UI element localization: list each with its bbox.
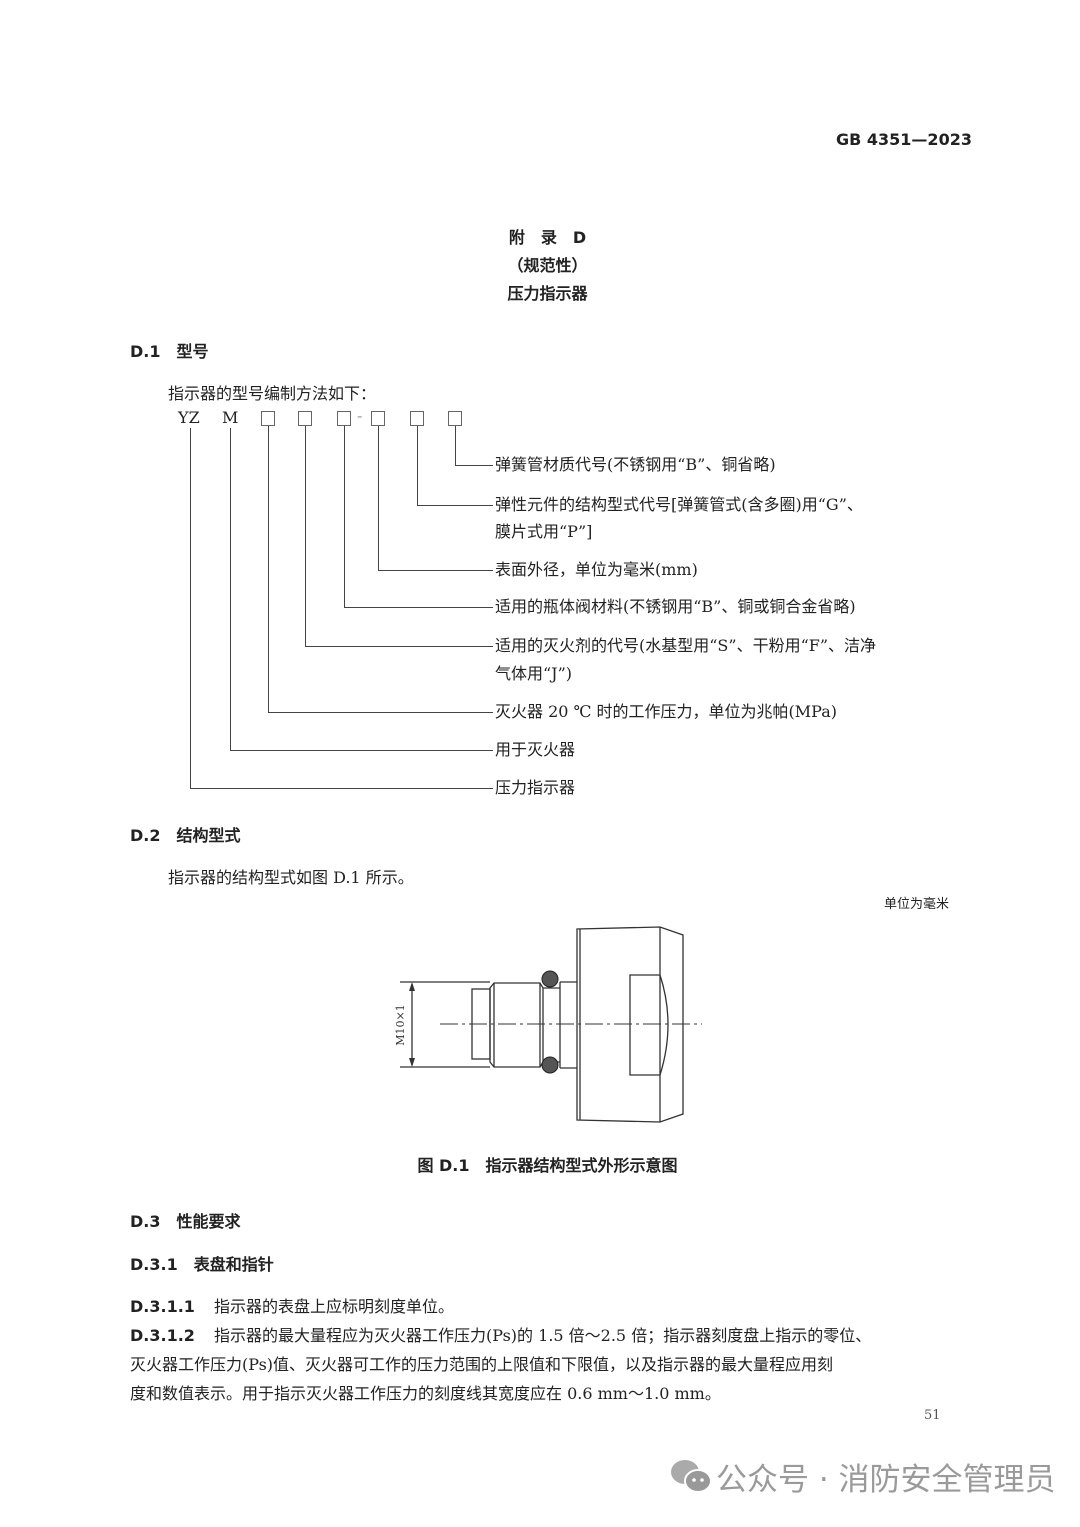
page-number: 51 (924, 1408, 941, 1423)
d1-intro: 指示器的型号编制方法如下： (168, 384, 377, 403)
appendix-name: 压力指示器 (507, 284, 588, 303)
code-label: 弹性元件的结构型式代号[弹簧管式(含多圈)用“G”、 (495, 495, 863, 514)
gauge-window (629, 974, 669, 1076)
code-label: 压力指示器 (495, 778, 576, 797)
section-d2-heading: D.2 结构型式 (130, 826, 241, 845)
appendix-title: 附 录 D (508, 228, 587, 247)
clause-number: D.3.1.1 (130, 1297, 195, 1316)
standard-number: GB 4351—2023 (836, 130, 972, 149)
d2-text: 指示器的结构型式如图 D.1 所示。 (168, 868, 414, 887)
unit-note: 单位为毫米 (884, 897, 950, 912)
code-dash: - (357, 406, 363, 425)
code-label: 适用的瓶体阀材料(不锈钢用“B”、铜或铜合金省略) (495, 597, 856, 616)
code-label: 灭火器 20 ℃ 时的工作压力，单位为兆帕(MPa) (495, 702, 837, 721)
code-label: 气体用“J”) (495, 664, 573, 683)
wechat-icon (668, 1456, 714, 1500)
dimension-label: M10×1 (394, 1004, 407, 1045)
code-box (337, 411, 351, 426)
section-d1-heading: D.1 型号 (130, 342, 209, 361)
code-m: M (222, 408, 239, 427)
code-label: 用于灭火器 (495, 740, 576, 759)
section-d31-heading: D.3.1 表盘和指针 (130, 1255, 274, 1274)
appendix-nature: （规范性） (507, 256, 588, 275)
clause-text: 指示器的表盘上应标明刻度单位。 (214, 1297, 455, 1316)
code-box (298, 411, 312, 426)
code-label: 表面外径，单位为毫米(mm) (495, 560, 698, 579)
code-box (371, 411, 385, 426)
code-label: 适用的灭火剂的代号(水基型用“S”、干粉用“F”、洁净 (495, 636, 877, 655)
code-box (448, 411, 462, 426)
code-box (410, 411, 424, 426)
neck (560, 981, 577, 1069)
clause-text: 指示器的最大量程应为灭火器工作压力(Ps)的 1.5 倍～2.5 倍；指示器刻度… (214, 1326, 872, 1345)
thread-body (489, 982, 544, 1068)
code-yz: YZ (178, 408, 200, 427)
o-ring (541, 1056, 559, 1074)
clause-text: 灭火器工作压力(Ps)值、灭火器可工作的压力范围的上限值和下限值，以及指示器的最… (130, 1355, 834, 1374)
clause-text: 度和数值表示。用于指示灭火器工作压力的刻度线其宽度应在 0.6 mm～1.0 m… (130, 1384, 721, 1403)
figure-caption: 图 D.1 指示器结构型式外形示意图 (417, 1156, 678, 1175)
clause-number: D.3.1.2 (130, 1326, 195, 1345)
watermark-text: 公众号 · 消防安全管理员 (716, 1462, 1056, 1498)
o-ring (541, 970, 559, 988)
code-box (261, 411, 275, 426)
code-label: 弹簧管材质代号(不锈钢用“B”、铜省略) (495, 455, 776, 474)
section-d3-heading: D.3 性能要求 (130, 1212, 241, 1231)
code-label: 膜片式用“P”] (495, 522, 593, 541)
